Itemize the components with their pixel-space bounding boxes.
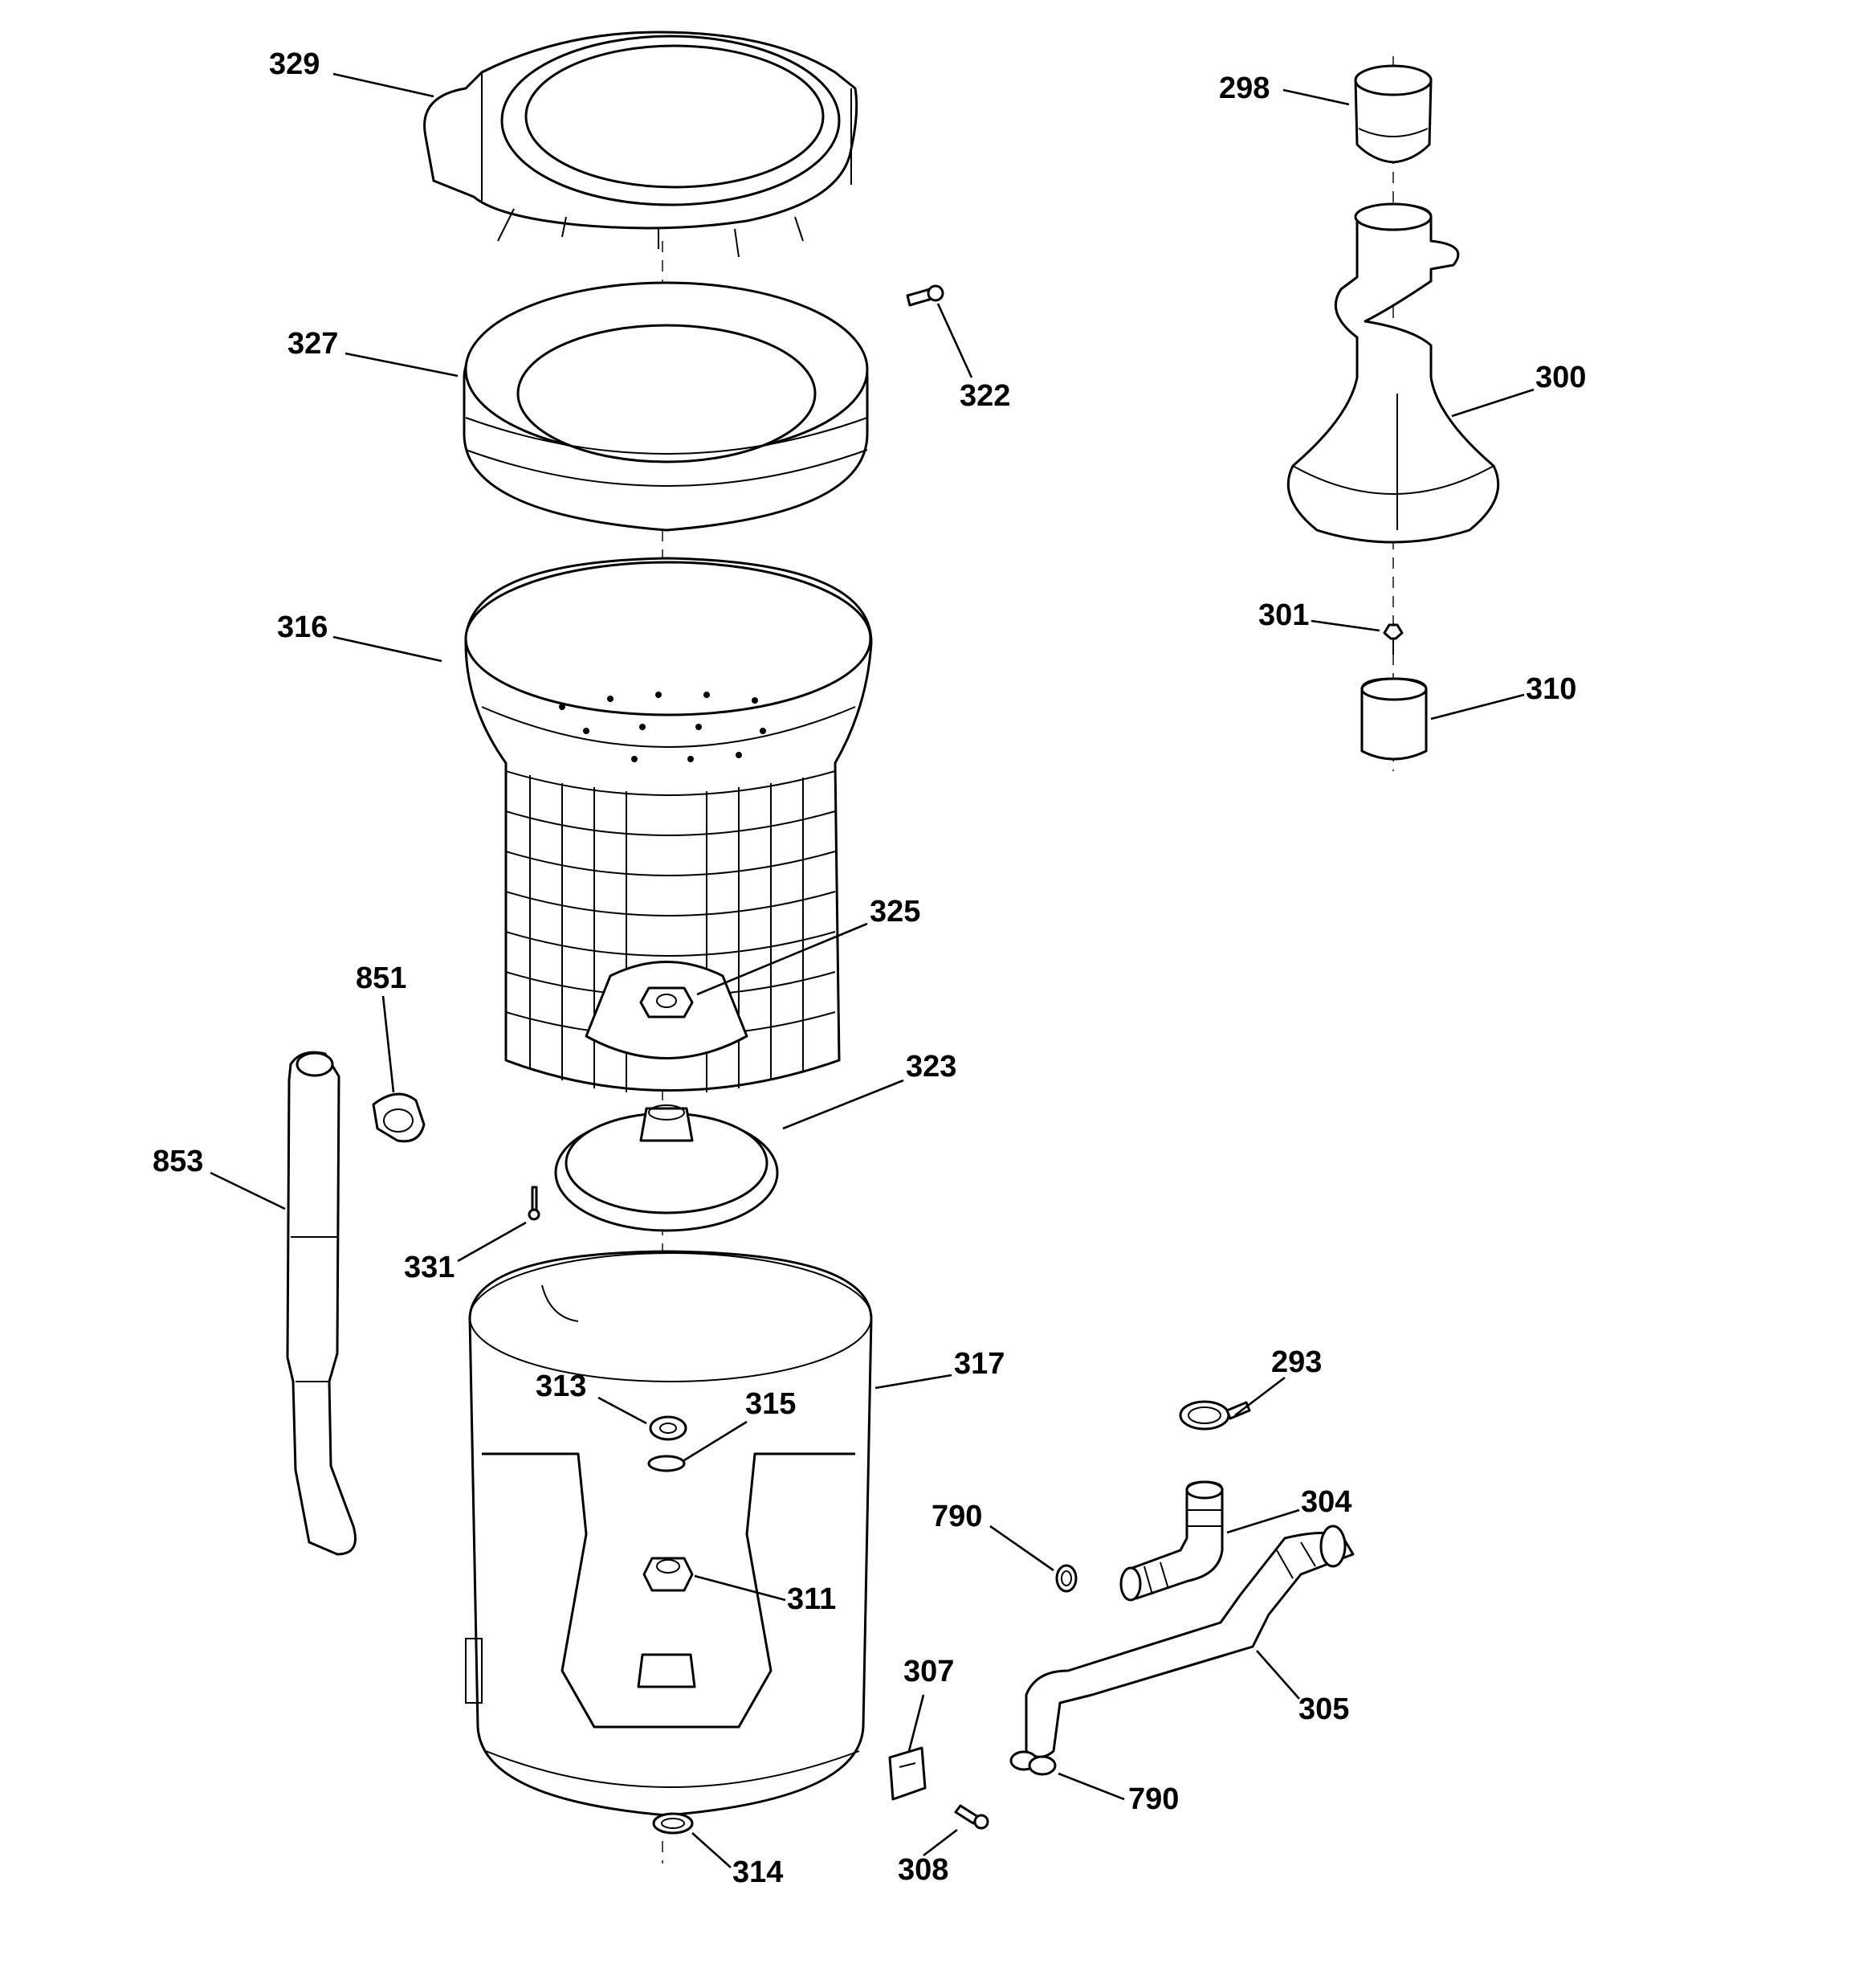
part-293-clamp (1179, 1400, 1251, 1431)
callout-853: 853 (153, 1145, 286, 1210)
callout-317: 317 (874, 1347, 1005, 1390)
part-790-clamp-upper (1055, 1564, 1078, 1593)
part-322-screw (906, 284, 944, 307)
callout-851: 851 (356, 961, 406, 1093)
callout-322: 322 (936, 303, 1010, 413)
callout-314: 314 (691, 1832, 783, 1889)
part-325-hub-nut (639, 986, 694, 1018)
callout-331-label: 331 (404, 1251, 455, 1284)
callout-316: 316 (277, 610, 442, 663)
part-315-washer (647, 1455, 686, 1472)
part-310-coupling (1360, 677, 1428, 761)
callout-325: 325 (696, 895, 920, 996)
callout-790-upper: 790 (932, 1500, 1054, 1572)
callout-329: 329 (269, 47, 434, 98)
part-317-outer-tub (465, 1250, 873, 1817)
part-331-screw (528, 1186, 540, 1221)
part-304-elbow-hose (1119, 1480, 1224, 1602)
callouts: 329 327 322 316 325 851 853 323 (153, 47, 1586, 1889)
basket-holes (559, 692, 766, 762)
callout-305: 305 (1256, 1650, 1349, 1726)
callout-311-label: 311 (787, 1582, 836, 1616)
part-301-screw (1383, 623, 1404, 655)
callout-298: 298 (1219, 71, 1350, 106)
callout-313: 313 (536, 1370, 647, 1425)
callout-313-label: 313 (536, 1370, 586, 1403)
callout-310-label: 310 (1526, 672, 1576, 706)
callout-331: 331 (404, 1221, 527, 1284)
callout-316-label: 316 (277, 610, 328, 644)
callout-327: 327 (287, 327, 459, 378)
part-790-clamp-lower (1009, 1750, 1057, 1776)
part-314-gasket (652, 1812, 694, 1835)
part-308-screw (954, 1804, 989, 1830)
callout-304: 304 (1226, 1485, 1351, 1534)
part-300-agitator (1286, 202, 1500, 544)
callout-323: 323 (782, 1050, 956, 1130)
callout-293: 293 (1234, 1345, 1322, 1417)
callout-305-label: 305 (1298, 1692, 1349, 1726)
callout-851-label: 851 (356, 961, 406, 995)
part-313-bushing (649, 1415, 687, 1441)
callout-307: 307 (903, 1655, 954, 1752)
callout-314-label: 314 (732, 1855, 783, 1889)
callout-293-label: 293 (1271, 1345, 1322, 1379)
callout-308-label: 308 (898, 1853, 948, 1887)
callout-790-lower: 790 (1058, 1772, 1179, 1816)
callout-323-label: 323 (906, 1050, 956, 1084)
part-311-nut (642, 1557, 694, 1592)
callout-853-label: 853 (153, 1145, 203, 1178)
callout-301-label: 301 (1258, 598, 1309, 632)
callout-315-label: 315 (745, 1387, 796, 1421)
callout-300: 300 (1451, 361, 1586, 418)
callout-311: 311 (694, 1574, 836, 1616)
callout-325-label: 325 (870, 895, 920, 929)
callout-308: 308 (898, 1828, 958, 1887)
callout-790-upper-label: 790 (932, 1500, 982, 1533)
callout-301: 301 (1258, 598, 1380, 632)
part-323-drive-hub (554, 1104, 779, 1232)
callout-790-lower-label: 790 (1128, 1782, 1179, 1816)
part-327-balance-ring (463, 281, 869, 532)
callout-329-label: 329 (269, 47, 320, 81)
callout-322-label: 322 (960, 379, 1010, 413)
callout-304-label: 304 (1301, 1485, 1351, 1519)
callout-317-label: 317 (954, 1347, 1005, 1381)
callout-300-label: 300 (1535, 361, 1586, 394)
callout-310: 310 (1430, 672, 1576, 720)
callout-327-label: 327 (287, 327, 338, 361)
part-853-pipe (286, 1051, 357, 1556)
part-307-bracket (888, 1746, 927, 1801)
part-298-cap (1354, 64, 1433, 164)
part-851-cap (372, 1092, 426, 1143)
callout-307-label: 307 (903, 1655, 954, 1688)
callout-315: 315 (683, 1387, 796, 1462)
part-329-tub-cover (423, 31, 858, 258)
callout-298-label: 298 (1219, 71, 1270, 105)
